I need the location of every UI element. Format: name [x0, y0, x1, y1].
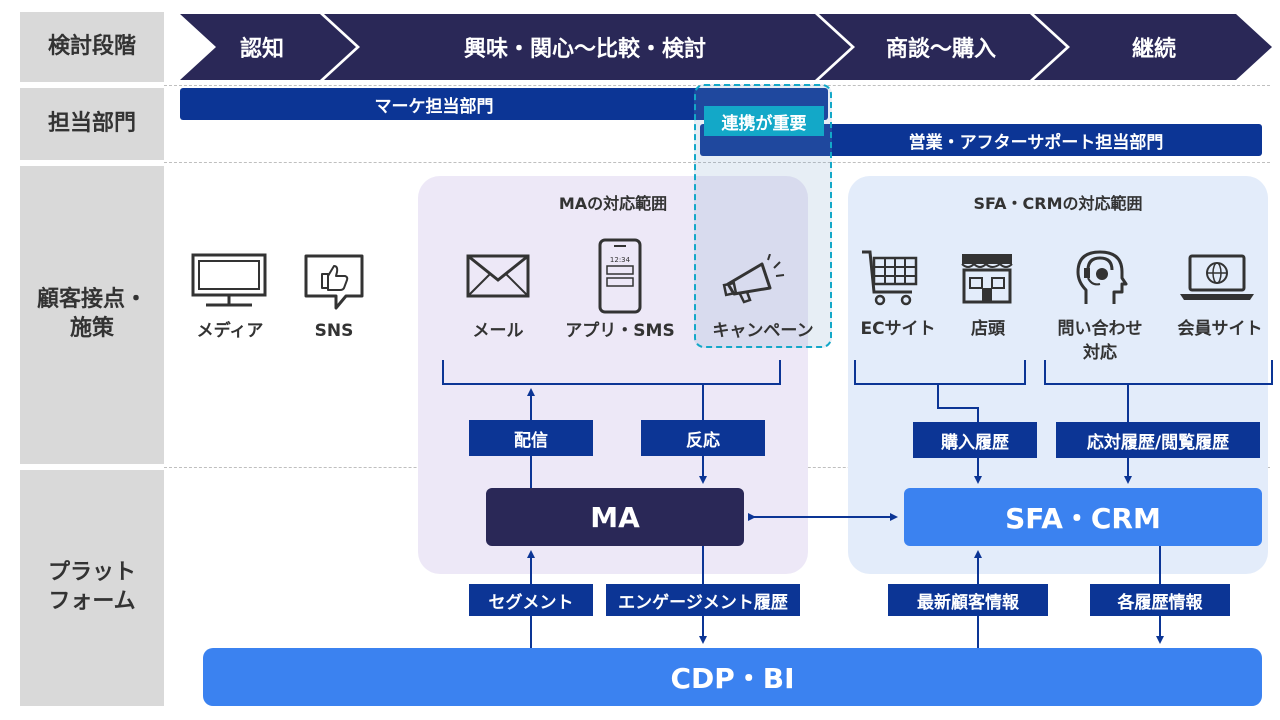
stage-chevron-interest [324, 14, 851, 80]
mail-icon [466, 254, 530, 298]
ma-scope-title: MAの対応範囲 [558, 194, 668, 213]
touchpoint-inquiry-label: 問い合わせ 対応 [1044, 318, 1156, 366]
row-label-touchpoint: 顧客接点・ 施策 [20, 166, 164, 464]
touchpoint-campaign-label: キャンペーン [712, 321, 814, 341]
stage-chevron-awareness [180, 14, 356, 80]
touchpoint-inquiry-line1: 問い合わせ [1057, 319, 1143, 339]
row-label-stage-text: 検討段階 [47, 33, 136, 59]
stage-label-awareness: 認知 [239, 37, 284, 62]
headset-icon [1076, 250, 1128, 304]
tag-reaction: 反応 [641, 420, 765, 456]
dept-sales-label: 営業・アフターサポート担当部門 [908, 132, 1164, 153]
sfa-scope-title: SFA・CRMの対応範囲 [973, 194, 1143, 213]
touchpoint-app-label: アプリ・SMS [565, 321, 675, 341]
cdp-bi-platform-label: CDP・BI [670, 662, 795, 695]
cdp-bi-platform-bar: CDP・BI [203, 648, 1262, 706]
stage-label-continue: 継続 [1131, 37, 1176, 62]
ma-platform-box: MA [486, 488, 744, 546]
row-label-touchpoint-line1: 顧客接点・ [36, 287, 147, 313]
tag-engagement-history: エンゲージメント履歴 [606, 584, 800, 616]
smartphone-clock: 12:34 [609, 256, 631, 264]
touchpoint-sns-label: SNS [314, 321, 354, 341]
touchpoint-inquiry-line2: 対応 [1083, 342, 1117, 363]
dept-marketing-label: マーケ担当部門 [374, 96, 494, 117]
stage-chevrons [180, 14, 1272, 80]
row-label-touchpoint-line2: 施策 [69, 316, 114, 341]
sfa-crm-platform-box: SFA・CRM [904, 488, 1262, 546]
tag-segment: セグメント [469, 584, 593, 616]
smartphone-icon [598, 238, 642, 314]
row-label-platform: プラット フォーム [20, 470, 164, 706]
laptop-globe-icon [1180, 254, 1254, 300]
store-icon [961, 254, 1013, 304]
shopping-cart-icon [862, 250, 918, 306]
stage-label-deal: 商談～購入 [885, 37, 996, 62]
stage-chevron-continue [1034, 14, 1272, 80]
touchpoint-ec-label: ECサイト [860, 319, 936, 339]
touchpoint-media-label: メディア [196, 321, 264, 341]
row-divider [164, 162, 1270, 163]
megaphone-icon [722, 254, 785, 304]
ma-platform-label: MA [590, 500, 640, 534]
collab-badge: 連携が重要 [704, 106, 824, 136]
tag-each-history-info: 各履歴情報 [1090, 584, 1230, 616]
touchpoint-member-label: 会員サイト [1177, 319, 1263, 339]
tag-latest-customer-info: 最新顧客情報 [888, 584, 1048, 616]
row-label-platform-line1: プラット [47, 560, 136, 586]
touchpoint-store-label: 店頭 [971, 319, 1005, 339]
row-label-platform-line2: フォーム [48, 589, 136, 614]
stage-chevron-deal [819, 14, 1066, 80]
tag-response-history: 応対履歴/閲覧履歴 [1056, 422, 1260, 458]
monitor-icon [191, 253, 267, 307]
row-label-stage: 検討段階 [20, 12, 164, 82]
touchpoint-mail-label: メール [472, 321, 524, 341]
sfa-crm-platform-label: SFA・CRM [1005, 502, 1161, 535]
tag-purchase-history: 購入履歴 [913, 422, 1037, 458]
row-label-dept: 担当部門 [20, 88, 164, 160]
row-label-dept-text: 担当部門 [47, 110, 136, 136]
tag-delivery: 配信 [469, 420, 593, 456]
sns-like-icon [304, 254, 364, 310]
stage-label-interest: 興味・関心～比較・検討 [463, 37, 706, 62]
